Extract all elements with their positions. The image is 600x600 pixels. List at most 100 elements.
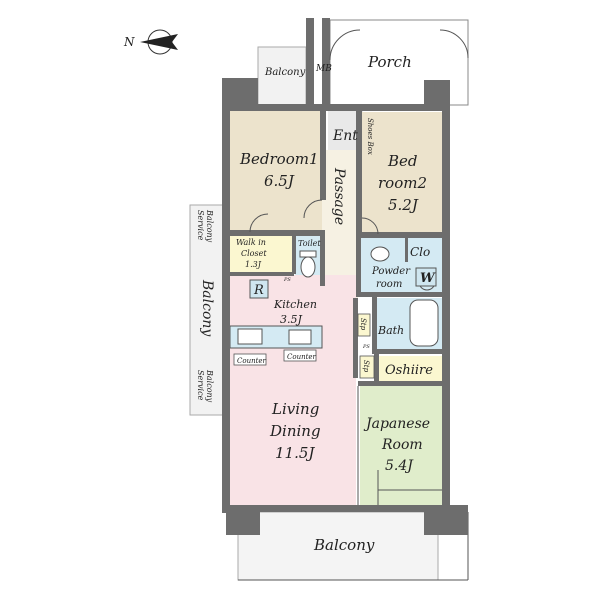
r-label: R bbox=[253, 283, 264, 298]
living-line1: Living bbox=[271, 400, 319, 418]
wall-mb-right bbox=[322, 18, 330, 106]
balcony-side-label: Balcony bbox=[199, 279, 215, 337]
oshiire-label: Oshiire bbox=[385, 363, 433, 378]
living-size: 11.5J bbox=[275, 444, 315, 462]
stp2-label: Stp bbox=[362, 360, 370, 373]
wall-kitchen-right bbox=[353, 298, 358, 378]
bedroom2-floor bbox=[362, 112, 442, 234]
door-swing-porch-2 bbox=[439, 29, 469, 59]
kitchen-sink-icon bbox=[288, 329, 312, 345]
balcony-bottom-floor bbox=[237, 511, 439, 581]
bedroom1-floor bbox=[230, 110, 322, 232]
wall-bedroom1-right bbox=[320, 110, 326, 200]
porch-label: Porch bbox=[367, 53, 412, 71]
japanese-room-floor bbox=[360, 385, 442, 505]
stove-icon bbox=[237, 328, 263, 345]
wall-bath-left bbox=[372, 296, 377, 352]
door-swing-passage bbox=[303, 199, 323, 219]
wall-left-outer bbox=[222, 78, 230, 513]
bedroom2-name-line2: room2 bbox=[378, 174, 427, 192]
stp1-label: Stp bbox=[359, 318, 367, 331]
clo-label: Clo bbox=[410, 245, 430, 259]
balcony-top-floor bbox=[257, 46, 307, 106]
walkin-line2: Closet bbox=[241, 249, 267, 258]
kitchen-size: 3.5J bbox=[280, 313, 302, 326]
column-top-left bbox=[222, 78, 258, 108]
wall-bath-bottom bbox=[372, 349, 446, 354]
fixtures bbox=[237, 29, 469, 505]
balcony-side-floor bbox=[189, 204, 229, 416]
counter1-label: Counter bbox=[237, 357, 267, 365]
bedroom2-name-line1: Bed bbox=[387, 152, 418, 170]
powder-line2: room bbox=[376, 279, 402, 290]
stp2-box bbox=[359, 355, 375, 379]
japanese-line2: Room bbox=[381, 437, 423, 453]
compass: N bbox=[123, 29, 178, 55]
service-balcony-2-line2: Balcony bbox=[205, 369, 214, 403]
compass-arrow-icon bbox=[140, 34, 178, 50]
wall-top-right bbox=[328, 104, 450, 111]
toilet-tank-icon bbox=[299, 250, 317, 258]
wall-bedroom2-left bbox=[356, 110, 362, 235]
walls bbox=[222, 18, 468, 535]
wall-right-outer bbox=[442, 88, 450, 513]
counter1-box bbox=[233, 353, 267, 366]
japanese-line1: Japanese bbox=[363, 416, 430, 432]
door-swing-bedroom2 bbox=[361, 217, 379, 235]
wall-oshiire-left bbox=[374, 354, 379, 382]
wall-bedroom1-bottom bbox=[230, 230, 325, 236]
r-box bbox=[249, 279, 269, 299]
shoes-box-label: Shoes Box bbox=[366, 118, 374, 155]
w-label: W bbox=[420, 271, 436, 286]
walkin-line1: Walk in bbox=[236, 238, 266, 247]
walkin-closet-floor bbox=[230, 235, 293, 272]
japanese-size: 5.4J bbox=[385, 458, 414, 474]
wall-bottom bbox=[222, 505, 450, 512]
balcony-bottom-label: Balcony bbox=[313, 536, 375, 554]
ps1-label: PS bbox=[283, 277, 291, 283]
counter2-box bbox=[283, 349, 317, 362]
service-balcony-2-line1: Service bbox=[196, 370, 205, 401]
room-labels: Porch MB Balcony Ent Shoes Box Bedroom1 … bbox=[196, 53, 437, 554]
bedroom2-size: 5.2J bbox=[388, 196, 419, 214]
wall-top-left bbox=[222, 104, 330, 111]
bedroom1-name: Bedroom1 bbox=[239, 150, 319, 168]
bedroom1-size: 6.5J bbox=[264, 172, 295, 190]
wall-wet-left bbox=[356, 238, 361, 296]
bath-label: Bath bbox=[377, 324, 404, 337]
balcony-top-label: Balcony bbox=[264, 67, 306, 78]
wall-toilet-right bbox=[320, 236, 325, 286]
wall-clo-left bbox=[405, 238, 408, 262]
oshiire-floor bbox=[378, 356, 442, 381]
wall-walkin-right bbox=[292, 236, 296, 274]
w-box bbox=[415, 267, 437, 287]
ent-label: Ent bbox=[332, 128, 358, 144]
compass-north-letter: N bbox=[123, 35, 135, 49]
wall-mb-left bbox=[306, 18, 314, 106]
counter2-label: Counter bbox=[287, 353, 317, 361]
toilet-icon bbox=[300, 256, 316, 278]
powder-line1: Powder bbox=[371, 266, 411, 277]
passage-label: Passage bbox=[331, 167, 347, 225]
column-top-right bbox=[424, 80, 450, 108]
wall-walkin-bottom bbox=[230, 272, 294, 276]
ps2-label: PS bbox=[362, 344, 370, 350]
wall-japanese-top bbox=[358, 381, 446, 386]
kitchen-name: Kitchen bbox=[273, 298, 317, 311]
wall-bedroom2-bottom bbox=[356, 232, 446, 238]
service-balcony-1-line2: Balcony bbox=[205, 209, 214, 243]
door-swing-bedroom1 bbox=[249, 213, 269, 233]
bathtub-icon bbox=[409, 299, 439, 347]
passage-floor bbox=[322, 150, 358, 298]
stp1-box bbox=[357, 313, 371, 337]
sink-icon bbox=[370, 246, 390, 262]
toilet-label: Toilet bbox=[298, 239, 321, 248]
living-line2: Dining bbox=[269, 422, 321, 440]
wall-powder-bottom bbox=[356, 292, 446, 297]
living-floor bbox=[230, 357, 356, 505]
service-balcony-1-line1: Service bbox=[196, 210, 205, 241]
mb-label: MB bbox=[315, 64, 332, 74]
door-swing-porch bbox=[329, 29, 361, 61]
walkin-size: 1.3J bbox=[245, 260, 262, 269]
